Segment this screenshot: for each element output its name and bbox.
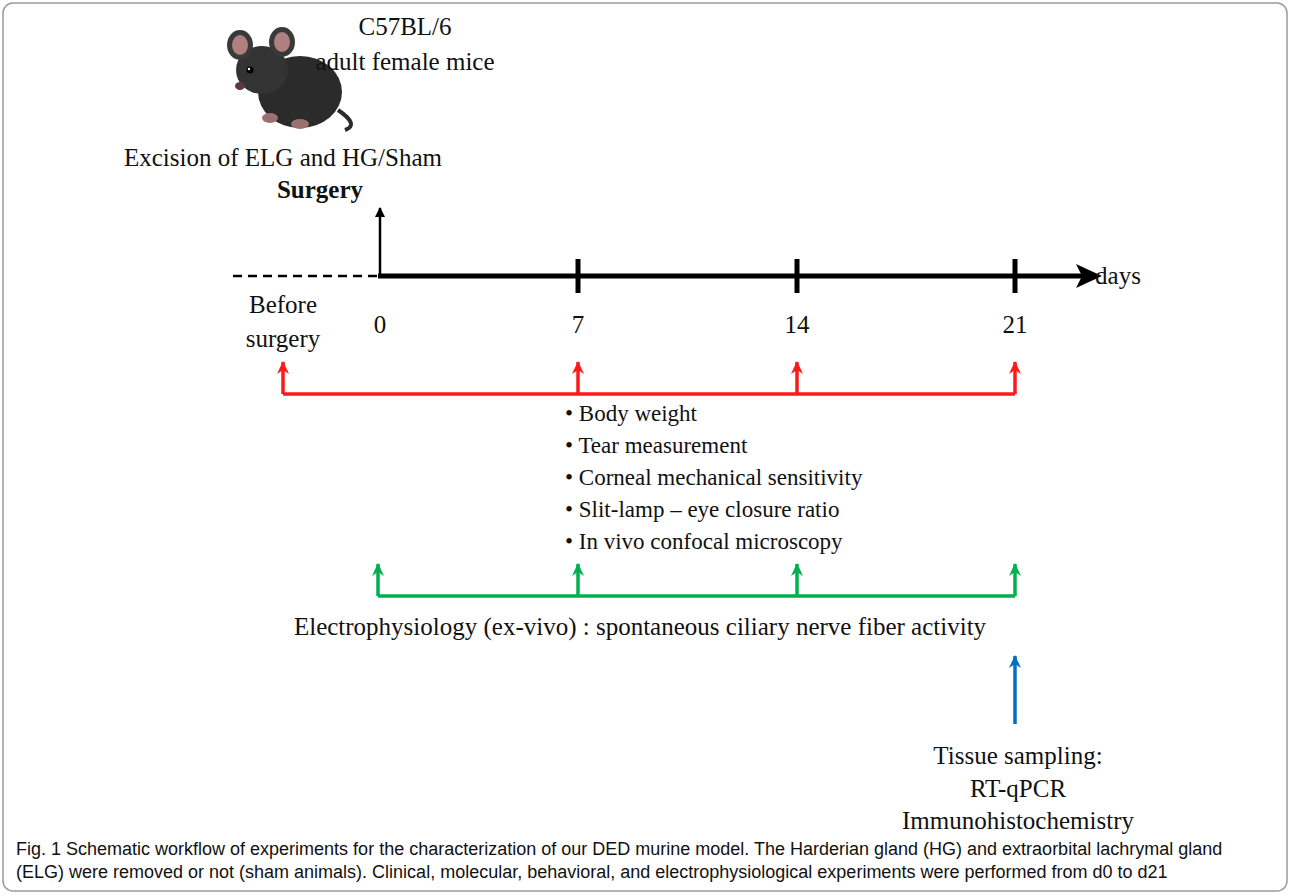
sampling-arrow <box>1013 656 1017 724</box>
clinical-bracket <box>283 362 1015 394</box>
measurement-item: • Slit-lamp – eye closure ratio <box>565 496 839 524</box>
strain-label: adult female mice <box>315 47 494 77</box>
measurement-item: • Tear measurement <box>565 432 747 460</box>
measurement-item: • In vivo confocal microscopy <box>565 528 843 556</box>
sampling-label: Tissue sampling: <box>933 741 1102 771</box>
mouse-illustration <box>227 27 351 130</box>
axis-unit: days <box>1095 261 1141 291</box>
timeline-axis <box>378 274 1082 279</box>
day-number: 21 <box>1003 310 1028 340</box>
timeline-tick <box>576 259 581 293</box>
sampling-label: Immunohistochemistry <box>902 806 1134 836</box>
electrophysiology-bracket <box>378 564 1015 596</box>
measurement-item: • Body weight <box>565 400 697 428</box>
electrophysiology-label: Electrophysiology (ex-vivo) : spontaneou… <box>294 612 986 642</box>
figure-frame <box>3 3 1287 891</box>
day-number: 0 <box>374 310 387 340</box>
timeline-tick <box>1013 259 1018 293</box>
timeline-dashed <box>233 275 378 278</box>
surgery-arrow <box>379 208 382 274</box>
timeline-label: Before surgery <box>213 288 353 356</box>
procedure-label: Excision of ELG and HG/Sham <box>124 143 442 173</box>
surgery-label: Surgery <box>277 175 363 205</box>
day-number: 14 <box>785 310 810 340</box>
timeline-tick <box>795 259 800 293</box>
day-number: 7 <box>572 310 585 340</box>
measurement-item: • Corneal mechanical sensitivity <box>565 464 862 492</box>
figure-caption: Fig. 1 Schematic workflow of experiments… <box>16 838 1274 884</box>
sampling-label: RT-qPCR <box>970 774 1066 804</box>
strain-label: C57BL/6 <box>358 12 451 42</box>
